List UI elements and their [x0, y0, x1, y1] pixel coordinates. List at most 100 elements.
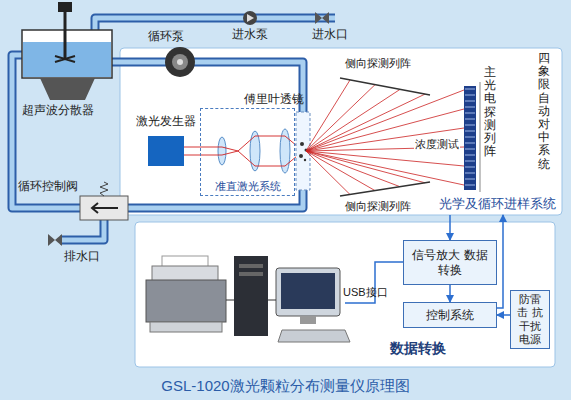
part-label: 浓度测试 — [414, 138, 460, 151]
drawing-part — [306, 151, 400, 187]
node-text: 准直激光系统 — [201, 180, 294, 193]
drawing-part — [146, 280, 226, 322]
drawing-part — [250, 131, 260, 171]
drawing-part — [150, 322, 222, 332]
node-text: 数据转换 — [390, 340, 446, 357]
drawing-part — [172, 54, 188, 70]
drawing-part — [92, 203, 118, 213]
drawing-part — [304, 159, 306, 161]
drawing-part — [465, 101, 475, 102]
part-label: 激光发生器 — [136, 114, 196, 128]
process-box: 控制系统 — [403, 302, 497, 328]
drawing-part — [226, 300, 276, 301]
drawing-part — [465, 173, 475, 174]
node-text: 防雷击 抗干扰 电源 — [514, 293, 546, 346]
part-label: 进水泵 — [232, 27, 268, 41]
power-box: 防雷击 抗干扰 电源 — [510, 290, 550, 349]
part-label: 循环泵 — [148, 29, 184, 43]
drawing-part — [276, 268, 340, 316]
scatter-rays — [306, 80, 464, 195]
drawing-part — [148, 136, 184, 166]
drawing-part — [281, 273, 335, 309]
drawing-part — [306, 90, 464, 151]
drawing-part — [23, 42, 111, 77]
drawing-part — [64, 12, 67, 60]
part-label: 进水口 — [312, 27, 348, 41]
drawing-part — [243, 11, 257, 25]
drawing-part — [55, 56, 75, 62]
drawing-part — [40, 78, 95, 100]
drawing-part — [322, 12, 329, 24]
drawing-part — [465, 89, 475, 90]
drawing-part — [135, 222, 555, 367]
drawing-part — [165, 47, 195, 77]
part-label: 主光电探测列阵 — [484, 66, 496, 158]
drawing-part — [12, 18, 335, 240]
drawing-part — [465, 131, 475, 132]
drawing-part — [306, 151, 464, 166]
caption: GSL-1020激光颗粒分布测量仪原理图 — [0, 377, 571, 395]
drawing-part — [299, 154, 303, 158]
drawing-part — [120, 48, 562, 215]
drawing-part — [465, 95, 475, 96]
drawing-part — [239, 264, 263, 268]
pumps-valves — [48, 11, 329, 246]
part-label: 侧向探测列阵 — [345, 57, 411, 70]
part-label: 排水口 — [64, 249, 100, 263]
drawing-part — [48, 234, 55, 246]
drawing-part — [465, 125, 475, 126]
node-text: 光学及循环进样系统 — [439, 196, 556, 212]
drawing-part — [100, 182, 108, 196]
part-label: 侧向探测列阵 — [345, 200, 411, 213]
part-label: USB接口 — [343, 286, 388, 299]
signal-arrow — [497, 215, 503, 308]
drawing-part — [340, 182, 430, 196]
collimator-box: 准直激光系统 — [200, 108, 295, 196]
drawing-part — [306, 109, 464, 151]
drawing-part — [465, 167, 475, 168]
drawing-part — [340, 78, 430, 95]
drawing-part — [465, 155, 475, 156]
detectors — [340, 78, 480, 196]
drawing-part — [480, 82, 481, 192]
drawing-part — [306, 151, 464, 185]
drawing-part — [465, 185, 475, 186]
drawing-part — [465, 137, 475, 138]
drawing-part — [465, 107, 475, 108]
node-text: 信号放大 数据转换 — [407, 248, 493, 277]
drawing-part — [278, 330, 350, 342]
pipes — [12, 18, 335, 240]
drawing-part — [58, 2, 72, 12]
drawing-part — [306, 85, 375, 151]
part-label: 四象限自动对中系统 — [538, 52, 550, 171]
drawing-part — [465, 149, 475, 150]
drawing-part — [306, 151, 425, 183]
part-label: 循环控制阀 — [18, 179, 78, 193]
drawing-part — [184, 136, 303, 166]
part-label: 傅里叶透镜 — [244, 92, 304, 106]
drawing-part — [465, 89, 475, 185]
drawing-part — [247, 14, 254, 22]
process-box: 信号放大 数据转换 — [403, 240, 497, 285]
drawing-part — [12, 18, 335, 240]
drawing-part — [177, 59, 183, 65]
drawing-part — [465, 161, 475, 162]
drawing-part — [300, 142, 304, 146]
drawing-part — [55, 234, 62, 246]
drawing-part — [22, 30, 112, 78]
computer — [146, 256, 403, 342]
disperser-tank — [22, 2, 112, 100]
drawing-part — [464, 86, 476, 190]
drawing-part — [465, 143, 475, 144]
drawing-part — [239, 272, 263, 276]
signal-arrow — [449, 215, 451, 240]
drawing-part — [465, 119, 475, 120]
drawing-part — [234, 256, 268, 336]
signal-arrow — [449, 285, 451, 302]
signal-arrow — [497, 314, 510, 316]
drawing-part — [300, 316, 316, 324]
part-label: 超声波分散器 — [22, 103, 94, 117]
drawing-part — [306, 89, 400, 151]
drawing-part — [218, 137, 226, 165]
drawing-part — [306, 94, 425, 151]
